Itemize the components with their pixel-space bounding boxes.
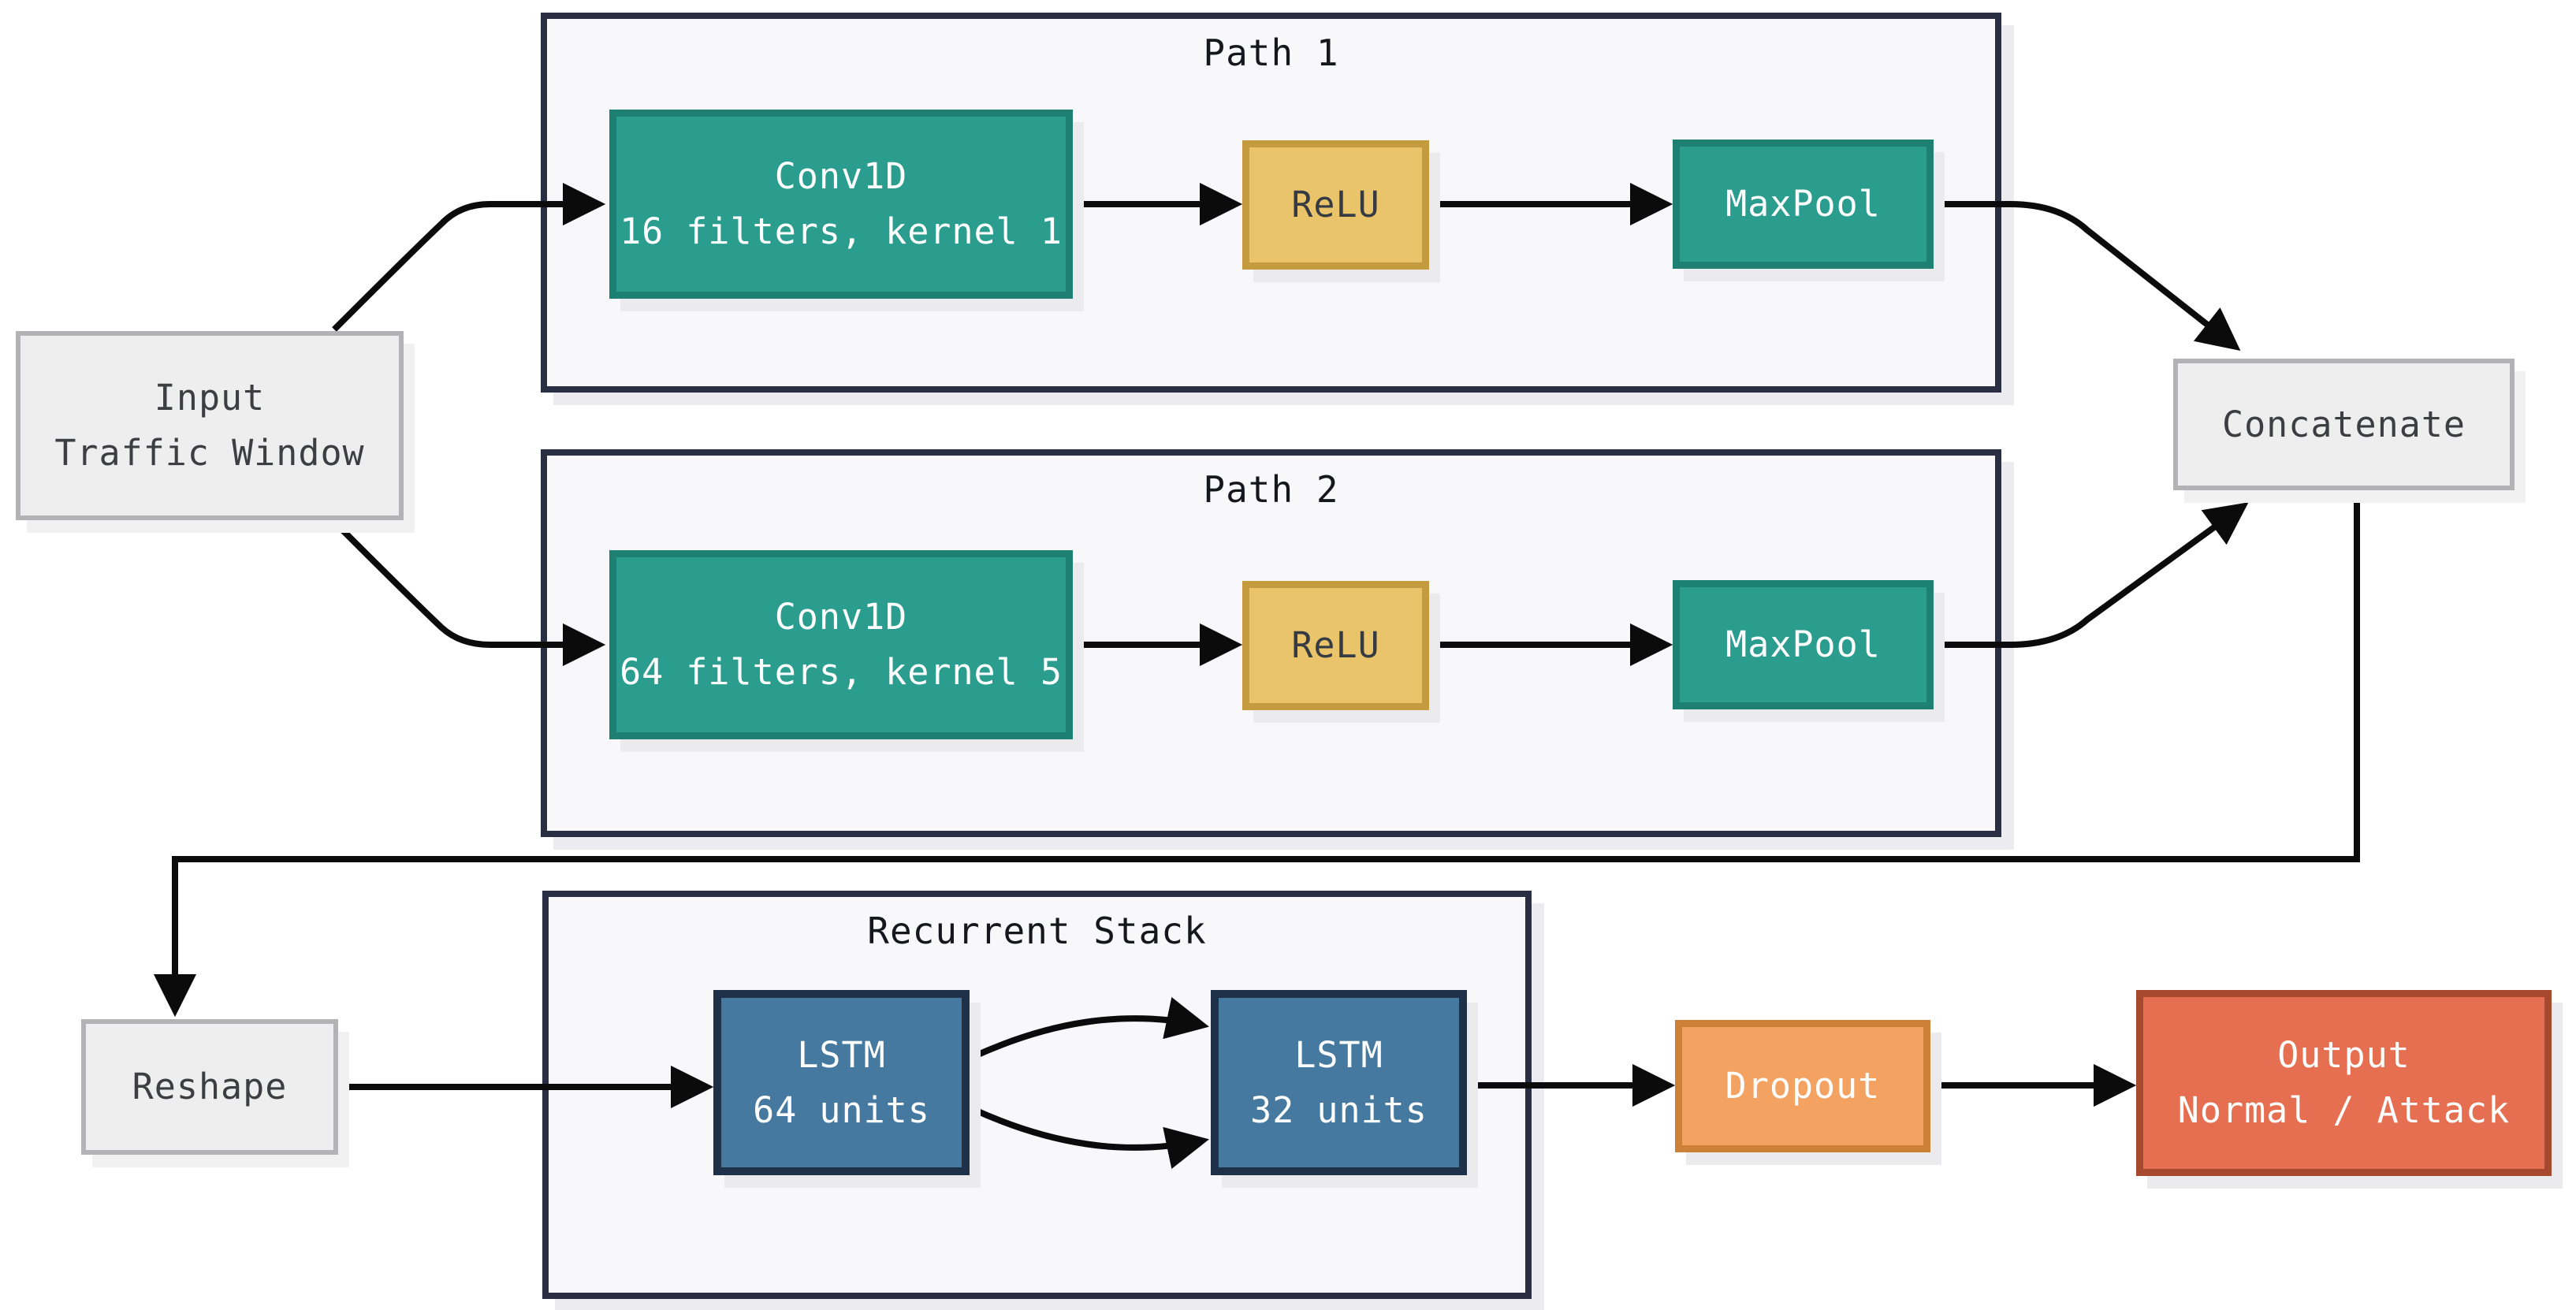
conv1d-path2-label-line2: 64 filters, kernel 5 xyxy=(620,651,1063,693)
input-label-line1: Input xyxy=(154,377,266,419)
conv1d-path2-label-line1: Conv1D xyxy=(774,596,908,638)
conv1d-path1-label-line1: Conv1D xyxy=(774,155,908,198)
conv1d-path1-label-line2: 16 filters, kernel 1 xyxy=(620,210,1063,252)
dropout-label: Dropout xyxy=(1725,1065,1881,1107)
relu-path2-box: ReLU xyxy=(1242,581,1429,710)
output-label-line1: Output xyxy=(2277,1034,2410,1077)
recurrent-stack-title: Recurrent Stack xyxy=(867,910,1207,952)
concatenate-label: Concatenate xyxy=(2221,403,2466,445)
path1-title: Path 1 xyxy=(1203,32,1339,74)
relu-path1-box: ReLU xyxy=(1242,140,1429,270)
conv1d-path1-box: Conv1D 16 filters, kernel 1 xyxy=(609,110,1073,299)
maxpool-path1-box: MaxPool xyxy=(1673,140,1934,269)
input-traffic-window-box: Input Traffic Window xyxy=(16,331,404,520)
lstm64-label-line2: 64 units xyxy=(753,1089,930,1131)
output-label-line2: Normal / Attack xyxy=(2177,1089,2511,1131)
maxpool-path2-box: MaxPool xyxy=(1673,580,1934,709)
lstm64-box: LSTM 64 units xyxy=(713,990,970,1175)
lstm64-label-line1: LSTM xyxy=(797,1033,886,1076)
maxpool-path2-label: MaxPool xyxy=(1725,623,1881,666)
dropout-box: Dropout xyxy=(1675,1020,1930,1152)
relu-path1-label: ReLU xyxy=(1291,184,1380,226)
conv1d-path2-box: Conv1D 64 filters, kernel 5 xyxy=(609,550,1073,739)
relu-path2-label: ReLU xyxy=(1291,624,1380,667)
lstm32-box: LSTM 32 units xyxy=(1211,990,1467,1175)
maxpool-path1-label: MaxPool xyxy=(1725,183,1881,225)
concatenate-box: Concatenate xyxy=(2173,359,2515,490)
lstm32-label-line2: 32 units xyxy=(1250,1089,1428,1131)
input-label-line2: Traffic Window xyxy=(54,432,365,474)
path2-title: Path 2 xyxy=(1203,468,1339,511)
reshape-label: Reshape xyxy=(132,1066,288,1108)
output-box: Output Normal / Attack xyxy=(2136,990,2552,1176)
reshape-box: Reshape xyxy=(81,1019,338,1155)
lstm32-label-line1: LSTM xyxy=(1294,1033,1383,1076)
